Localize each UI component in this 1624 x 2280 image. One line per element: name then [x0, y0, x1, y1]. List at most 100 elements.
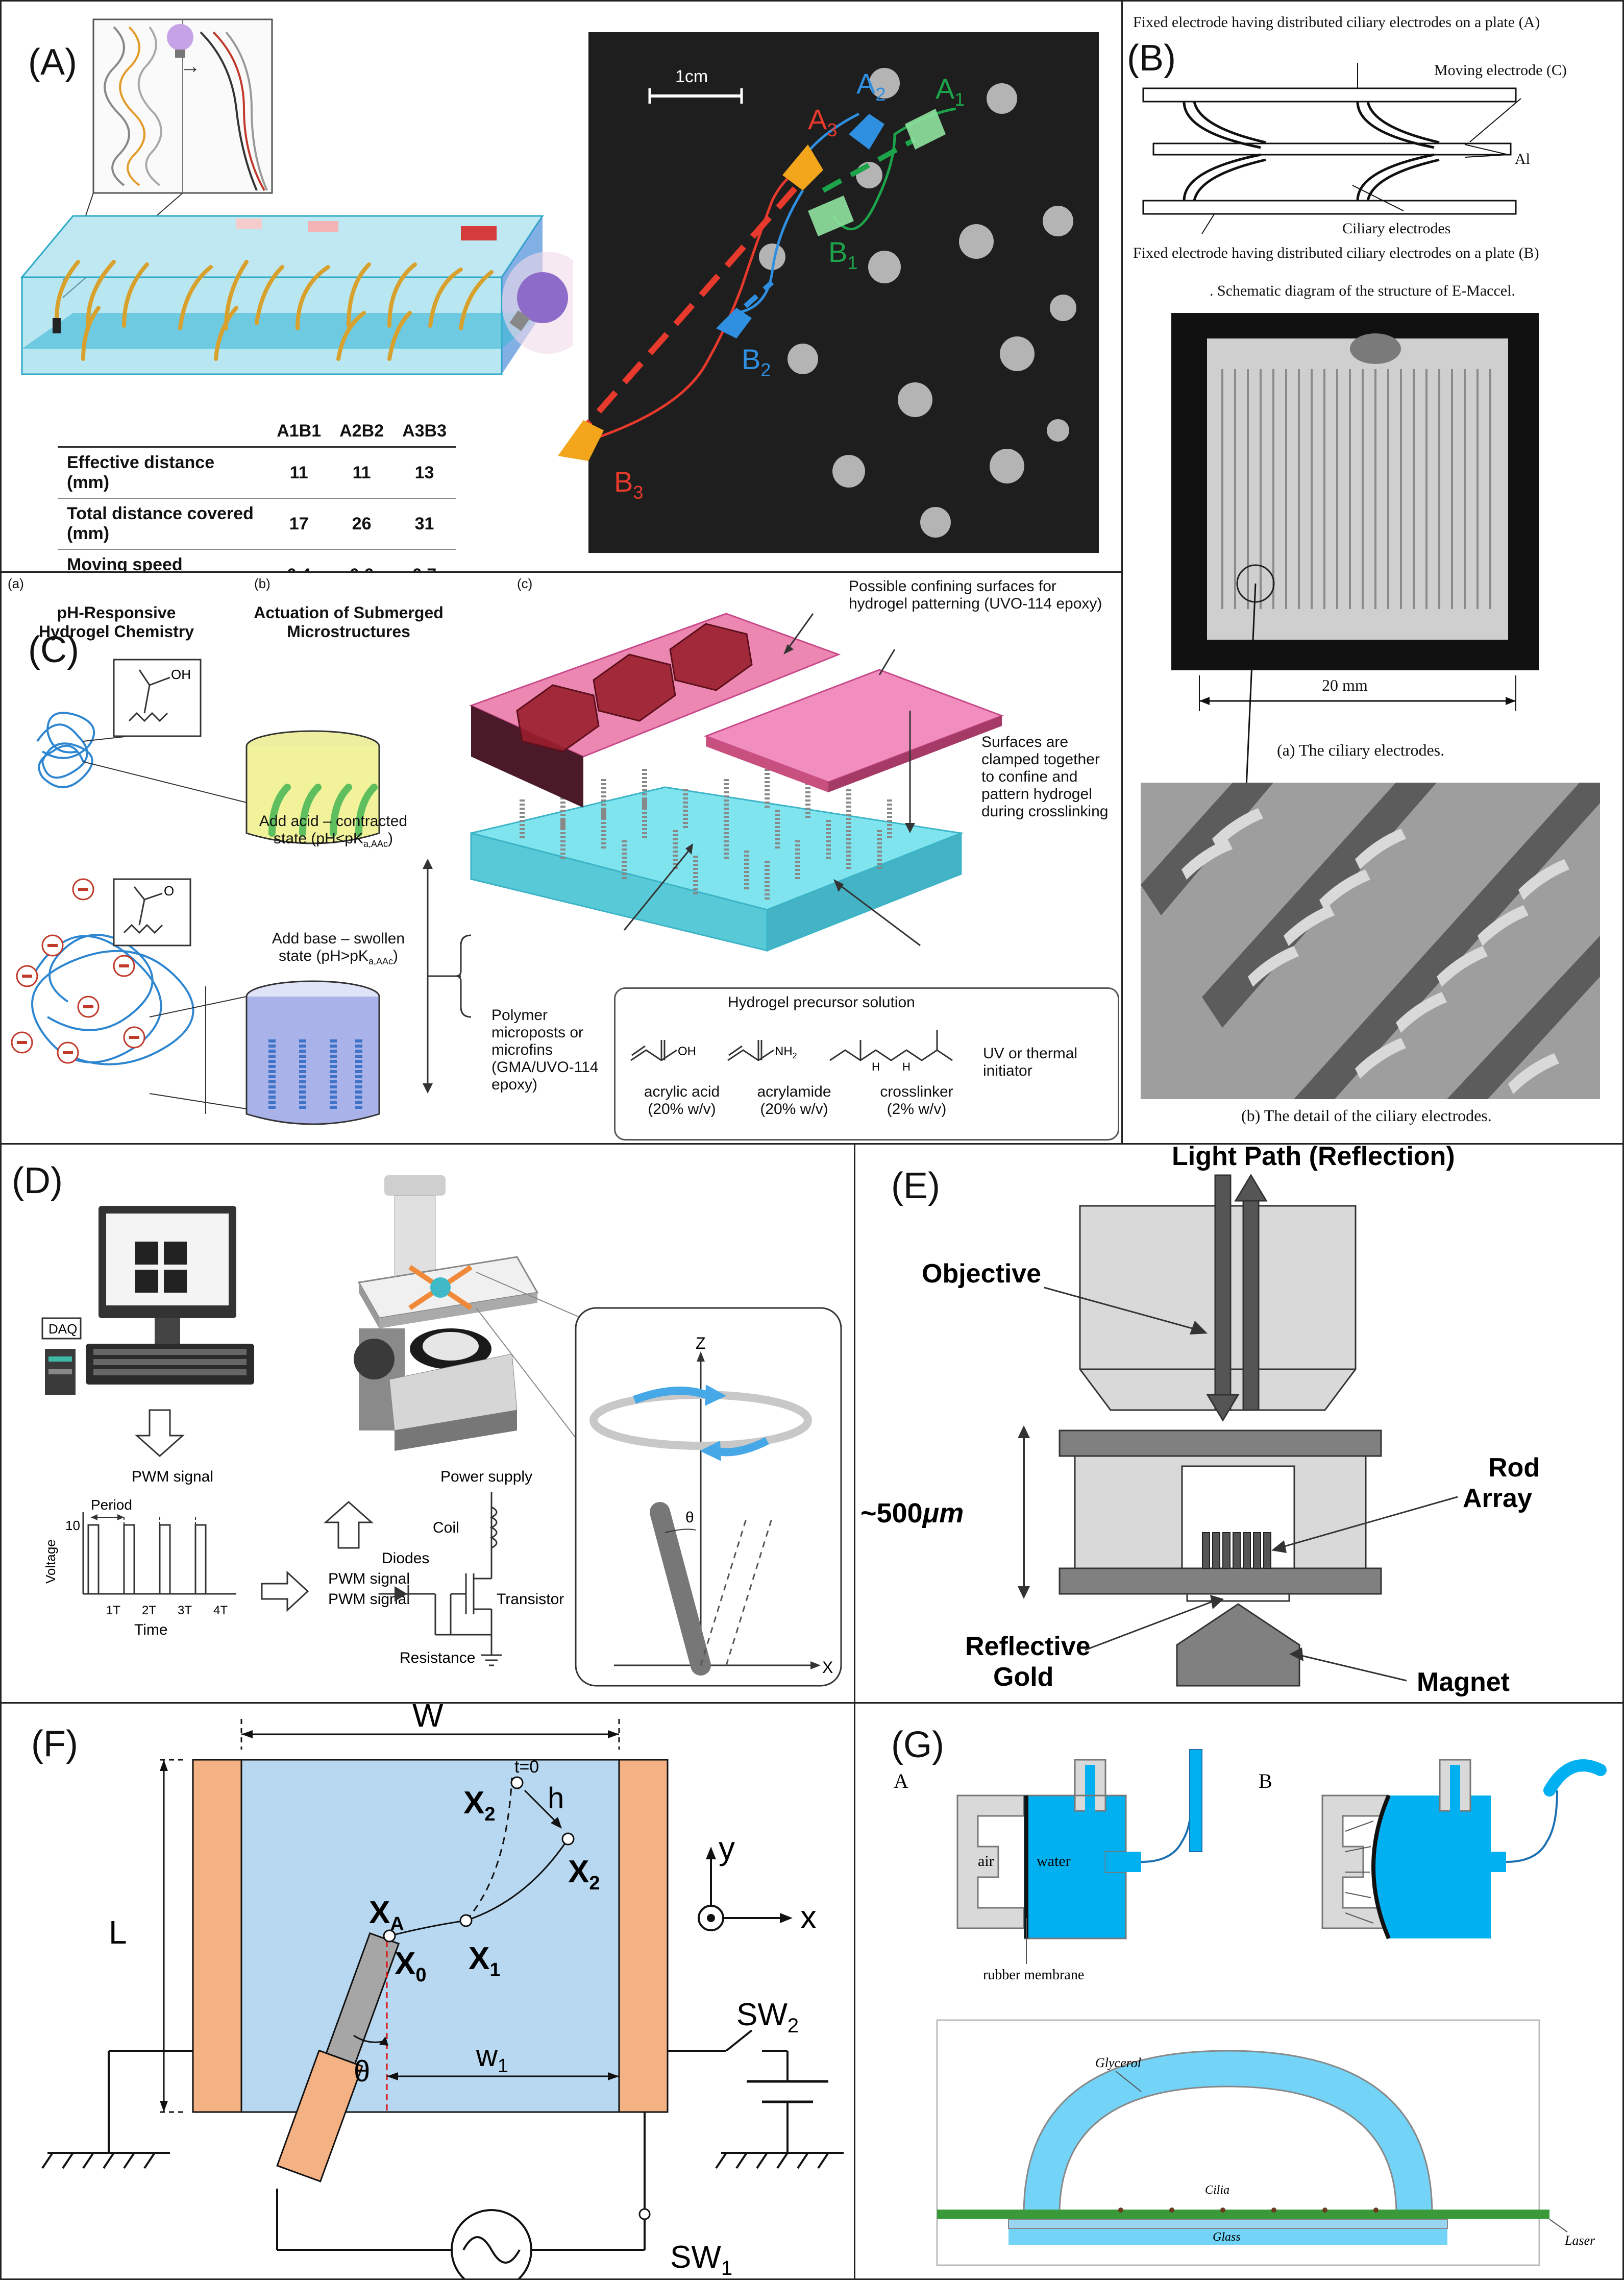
chem-acrylamide: acrylamide(20% w/v) — [757, 1083, 831, 1118]
acid-label: Add acid – contracted state (pH<pKa,AAc) — [259, 813, 408, 849]
molecule-structures: OH NH2 H H — [630, 1030, 953, 1073]
svg-text:air: air — [978, 1853, 994, 1870]
precursor-title: Hydrogel precursor solution — [728, 994, 915, 1011]
light-source-bulb-icon — [517, 272, 568, 323]
svg-text:Time: Time — [134, 1621, 168, 1638]
svg-text:L: L — [109, 1914, 127, 1951]
svg-text:Z: Z — [696, 1334, 706, 1352]
ciliary-electrode-photo — [1171, 313, 1539, 670]
down-arrow-icon — [135, 1409, 185, 1458]
svg-text:Objective: Objective — [922, 1259, 1041, 1289]
ciliary-electrodes-text: Ciliary electrodes — [1342, 220, 1451, 237]
svg-text:Glycerol: Glycerol — [1095, 2055, 1141, 2070]
pneumatic-cilium-diagram: A B air water rubber membrane — [894, 1749, 1607, 2266]
right-arrow-icon — [261, 1570, 309, 1612]
svg-text:OH: OH — [678, 1045, 696, 1058]
subpanel-a-label: (a) — [8, 576, 24, 591]
svg-text:X: X — [822, 1658, 833, 1677]
svg-text:θ: θ — [685, 1509, 694, 1526]
svg-text:W: W — [412, 1704, 444, 1734]
fixed-electrode-b-text: Fixed electrode having distributed cilia… — [1133, 245, 1539, 261]
svg-text:NH2: NH2 — [775, 1045, 797, 1060]
schematic-caption: . Schematic diagram of the structure of … — [1210, 282, 1515, 299]
svg-text:B1: B1 — [828, 236, 857, 273]
microscope-icon — [354, 1175, 539, 1451]
svg-text:x: x — [800, 1899, 817, 1935]
svg-text:PWM signal: PWM signal — [328, 1570, 410, 1587]
svg-text:10: 10 — [65, 1518, 80, 1533]
moving-electrode-text: Moving electrode (C) — [1434, 62, 1567, 79]
reflective-gold — [1186, 1593, 1290, 1602]
svg-text:XA: XA — [369, 1895, 404, 1935]
trajectory-photo: 1cm A3 A2 A1 B1 B2 B3 — [558, 32, 1099, 553]
magnet — [1176, 1603, 1300, 1687]
polymer-microposts-label: Polymer microposts or microfins (GMA/UVO… — [491, 1007, 599, 1093]
panel-d-label: (D) — [12, 1160, 63, 1201]
svg-text:A3: A3 — [808, 103, 837, 140]
svg-text:H: H — [872, 1060, 880, 1073]
micropost-assembly — [469, 613, 1004, 952]
up-arrow-icon — [324, 1500, 374, 1549]
callout-arrow — [1241, 584, 1257, 797]
svg-text:~500μm: ~500μm — [860, 1498, 964, 1529]
svg-text:Cilia: Cilia — [1205, 2184, 1229, 2197]
svg-text:y: y — [719, 1830, 735, 1866]
rod-array-setup: Light Path (Reflection) Objective Rod Ar… — [860, 1145, 1540, 1697]
electrostatic-cilium-schematic: W L θ w1 X2 t=0 h X2 — [41, 1704, 844, 2279]
svg-text:1T: 1T — [106, 1604, 120, 1617]
svg-text:4T: 4T — [213, 1604, 228, 1617]
light-bulb-icon — [167, 24, 193, 51]
initiator-label: UV or thermal initiator — [983, 1045, 1078, 1079]
cilium-rotation-inset — [575, 1307, 842, 1687]
svg-text:w1: w1 — [476, 2040, 508, 2077]
table-col-header: A1B1 — [267, 416, 331, 448]
svg-text:3T: 3T — [178, 1604, 192, 1617]
svg-text:20 mm: 20 mm — [1322, 676, 1368, 694]
panel-b-label: (B) — [1127, 38, 1176, 79]
caption-ciliary-electrodes: (a) The ciliary electrodes. — [1277, 741, 1445, 759]
al-text: Al — [1515, 151, 1530, 167]
cilia-tank-illustration: → — [20, 18, 573, 375]
scale-bar-label: 1cm — [675, 67, 708, 86]
svg-text:DAQ: DAQ — [48, 1321, 77, 1337]
panel-e-label: (E) — [891, 1166, 940, 1206]
fixed-electrode-a-text: Fixed electrode having distributed cilia… — [1133, 14, 1540, 31]
ac-source-icon — [451, 2209, 532, 2278]
panel-c: (C) (a) (b) (c) pH-Responsive Hydrogel C… — [0, 571, 1123, 1145]
actuation-title: Actuation of Submerged Microstructures — [254, 603, 444, 641]
svg-text:X2: X2 — [568, 1854, 600, 1894]
svg-text:t=0: t=0 — [514, 1757, 539, 1777]
hydrogel-chemistry-title: pH-Responsive Hydrogel Chemistry — [38, 603, 194, 641]
svg-text:Diodes: Diodes — [382, 1550, 429, 1567]
subpanel-c-label: (c) — [517, 576, 533, 591]
svg-text:Power supply: Power supply — [440, 1468, 532, 1485]
left-electrode — [192, 1759, 242, 2113]
table-col-header: A2B2 — [330, 416, 393, 448]
svg-text:OH: OH — [171, 667, 191, 682]
svg-text:B3: B3 — [614, 466, 643, 503]
svg-text:A1: A1 — [936, 72, 965, 110]
panel-f: (F) W L θ w1 — [0, 1702, 855, 2280]
svg-text:Period: Period — [91, 1497, 132, 1513]
panel-a: (A) → — [0, 0, 1123, 573]
svg-text:Resistance: Resistance — [400, 1650, 475, 1666]
table-row: Moving speed (mm/sec) 0,4 0,6 0,7 — [58, 549, 456, 571]
svg-text:Coil: Coil — [433, 1519, 459, 1536]
svg-text:Laser: Laser — [1564, 2233, 1595, 2248]
subpanel-b-label: (b) — [254, 576, 270, 591]
svg-text:H: H — [902, 1060, 911, 1073]
panel-f-label: (F) — [31, 1724, 78, 1764]
panel-g-label: (G) — [891, 1725, 944, 1765]
svg-text:Array: Array — [1463, 1484, 1532, 1513]
base-label: Add base – swollen state (pH>pKa,AAc) — [272, 930, 405, 966]
confining-surfaces-label: Possible confining surfaces for hydrogel… — [849, 578, 1102, 612]
panel-c-label: (C) — [28, 629, 79, 670]
svg-text:SW1: SW1 — [670, 2240, 732, 2279]
panel-d: (D) DAQ PWM signal Period 10 Voltage 1T … — [0, 1143, 855, 1704]
panel-b: (B) Fixed electrode having distributed c… — [1121, 0, 1624, 1145]
clamped-label: Surfaces are clamped together to confine… — [981, 734, 1109, 820]
svg-text:Voltage: Voltage — [43, 1539, 58, 1584]
locomotion-table: A1B1 A2B2 A3B3 Effective distance (mm) 1… — [58, 416, 456, 571]
svg-text:Light Path (Reflection): Light Path (Reflection) — [1172, 1145, 1455, 1171]
daq-box — [41, 1317, 82, 1340]
